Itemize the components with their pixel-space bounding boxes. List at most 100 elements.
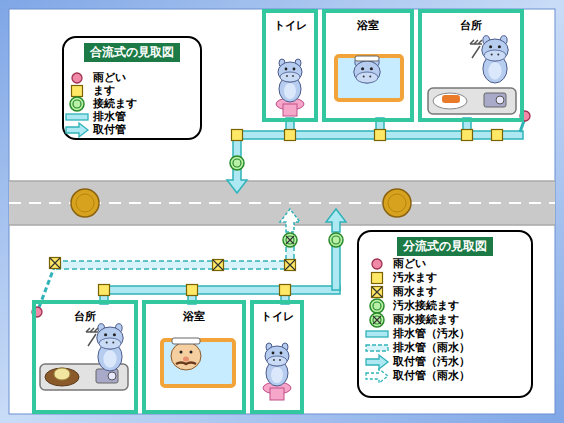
legend-symbol-mass — [280, 285, 291, 296]
hippo-figure — [271, 367, 283, 383]
toilet-bowl — [283, 104, 297, 116]
legend-symbol-conn — [233, 159, 241, 167]
hippo-figure — [112, 341, 114, 343]
legend-symbol-mass — [375, 130, 386, 141]
hippo-figure — [99, 338, 121, 349]
legend-title: 合流式の見取図 — [84, 43, 180, 62]
legend-symbol-rainmass — [285, 260, 296, 271]
hippo-figure — [284, 83, 296, 99]
legend-symbol-conn — [370, 299, 384, 313]
legend-symbol-mass — [72, 86, 83, 97]
room-floor — [250, 300, 304, 413]
legend-symbol-gutter — [372, 259, 382, 269]
bathing-man — [171, 338, 201, 370]
legend-symbol-rainpipe — [366, 345, 388, 351]
toilet-bowl — [263, 98, 304, 400]
room-box: トイレ — [250, 300, 304, 414]
lateral-arrow — [227, 166, 346, 232]
bathing-man — [190, 351, 193, 354]
room-floor — [322, 9, 414, 122]
hippo-figure — [286, 75, 288, 77]
legend-symbol-rainarrow — [366, 369, 388, 383]
hippo-figure — [279, 359, 281, 361]
legend-symbol-pipe — [66, 114, 88, 120]
legend-symbol-conn — [230, 156, 244, 170]
hippo-figure — [354, 56, 380, 83]
legend-symbol-mass — [187, 285, 198, 296]
room-label: 浴室 — [355, 18, 381, 33]
legend-symbol-mass — [99, 285, 110, 296]
legend-symbol-gutter — [72, 73, 82, 83]
legend-symbol-rainmass — [213, 260, 223, 270]
legend-symbol-conn — [373, 302, 381, 310]
room-floor — [418, 9, 524, 122]
lateral-arrow — [326, 209, 346, 232]
legend-symbol-conn — [70, 97, 84, 111]
sewer-pipe — [104, 286, 340, 294]
hippo-figure — [278, 62, 302, 82]
road — [388, 194, 406, 212]
hippo-figure — [484, 50, 506, 61]
hippo-figure — [97, 327, 123, 349]
hippo-figure — [355, 56, 379, 61]
bathing-man — [171, 342, 201, 370]
hippo-figure — [491, 53, 493, 55]
room-box: 浴室 — [142, 300, 246, 414]
legend-symbol-rainmass — [50, 258, 61, 269]
legend-symbol-rainmass — [285, 260, 295, 270]
hippo-figure — [370, 67, 373, 70]
legend-symbol-conn — [370, 299, 384, 313]
hippo-figure — [489, 45, 492, 48]
hippo-figure — [498, 45, 501, 48]
legend-symbol-rainconn — [373, 316, 381, 324]
hippo-figure — [293, 68, 296, 71]
hippo-figure — [86, 328, 98, 346]
bathing-man — [176, 363, 196, 365]
hippo-figure — [470, 40, 482, 58]
road — [9, 224, 555, 226]
hippo-figure — [104, 333, 107, 336]
hippo-figure — [356, 72, 378, 83]
stove — [45, 368, 79, 386]
hippo-figure — [86, 324, 123, 371]
legend-symbol-conn — [332, 236, 340, 244]
legend-symbol-conn — [329, 233, 343, 247]
legend-symbol-arrow — [66, 123, 88, 137]
bathing-man — [172, 338, 200, 344]
legend-symbol-arrow — [366, 355, 388, 369]
rain-pipe — [55, 261, 290, 269]
sewer-pipe — [332, 246, 340, 290]
legend-symbol-mass — [372, 273, 383, 284]
legend-symbol-mass — [462, 130, 473, 141]
room-label: トイレ — [259, 309, 296, 324]
hippo-figure — [265, 343, 289, 386]
legend-symbol-rainconn — [283, 233, 297, 247]
hippo-figure — [361, 67, 364, 70]
stove — [442, 95, 460, 103]
room-box: 浴室 — [322, 9, 414, 122]
legend-symbol-rainmass — [372, 287, 383, 298]
road — [383, 189, 411, 217]
legend-symbol-mass — [232, 130, 243, 141]
legend-symbol-mass — [280, 285, 291, 296]
legend-symbol-conn — [230, 156, 244, 170]
stove — [108, 372, 116, 380]
legend-panel: 合流式の見取図 — [62, 36, 202, 140]
room-floor — [32, 300, 138, 413]
bathtub — [336, 56, 402, 100]
toilet-bowl — [270, 388, 284, 400]
legend-symbol-pipe — [366, 331, 388, 337]
hippo-figure — [280, 352, 283, 355]
legend-title: 分流式の見取図 — [397, 237, 493, 256]
inner-panel — [9, 9, 555, 414]
hippo-figure — [285, 68, 288, 71]
legend-symbol-mass — [375, 130, 386, 141]
room-label: トイレ — [272, 18, 309, 33]
stove — [433, 93, 467, 109]
room-box: トイレ — [262, 9, 318, 122]
legend-symbol-rainmass — [50, 258, 61, 269]
legend-symbol-rainpipe — [366, 345, 388, 351]
legend-symbol-mass — [285, 130, 296, 141]
